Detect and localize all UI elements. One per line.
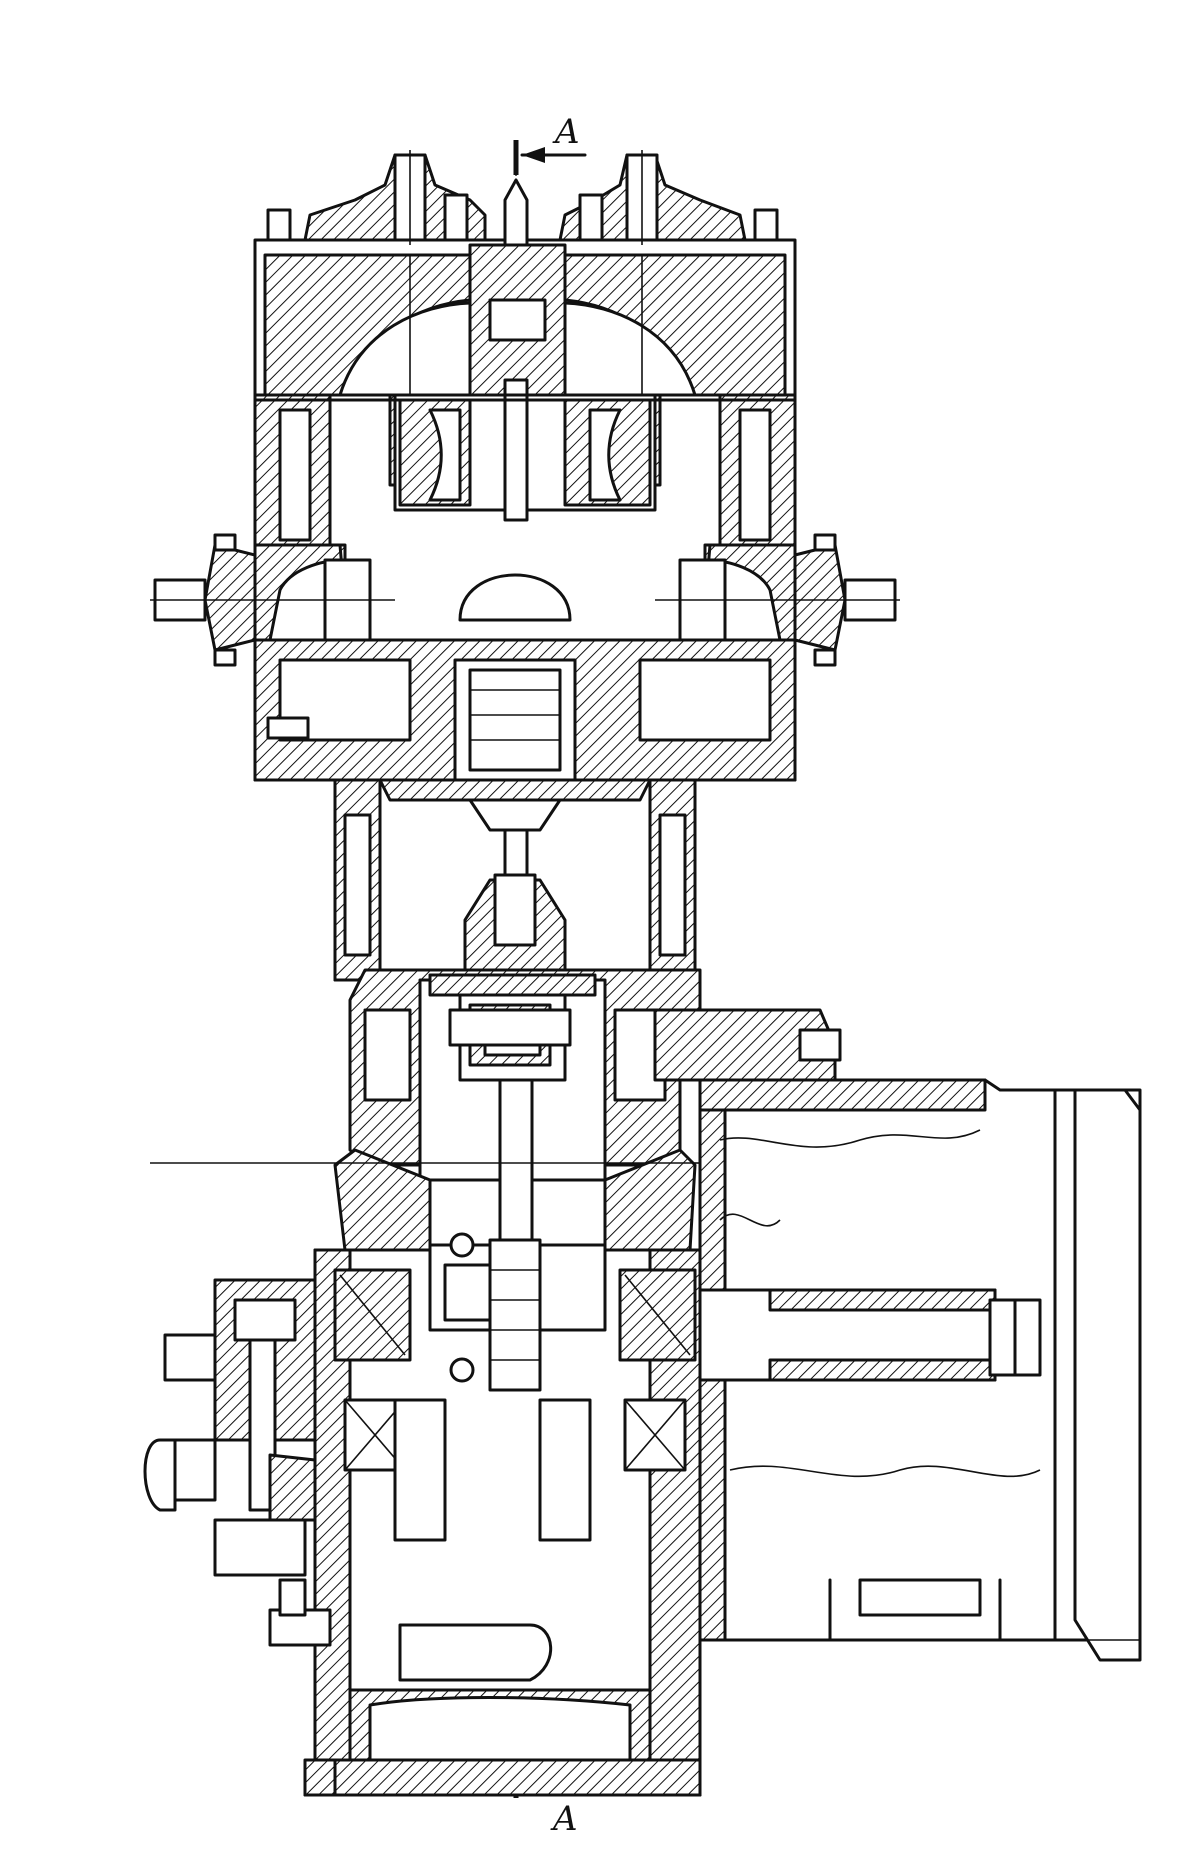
section-label-top: A [552,112,580,152]
motor-shaft-housing [653,1008,1142,1662]
section-marker-top: A [513,112,587,175]
section-label-bottom: A [550,1799,578,1839]
oil-pump-assembly [143,1162,700,1647]
crankcase [313,1232,702,1797]
crankcase-foot [303,1758,702,1797]
frame [333,968,702,1302]
cylinder-block [253,378,797,642]
side-valves [150,533,900,667]
distance-piece [333,778,697,982]
cylinder-base [253,638,797,782]
